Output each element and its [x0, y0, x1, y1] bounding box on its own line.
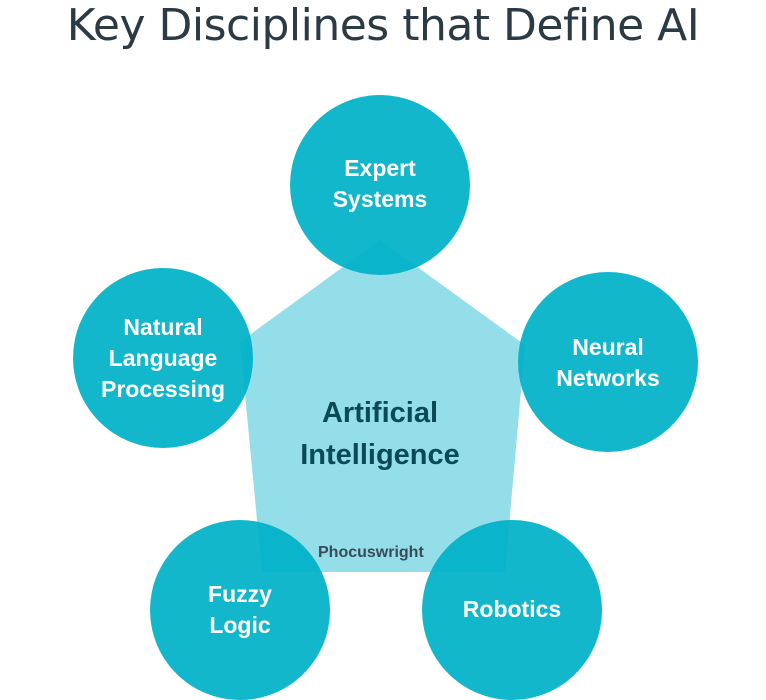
label-line: Language — [108, 345, 218, 371]
center-line-2: Intelligence — [300, 439, 460, 471]
circle-fuzzy-logic — [150, 520, 330, 700]
page-title: Key Disciplines that Define AI — [66, 0, 700, 51]
label-line: Processing — [101, 376, 225, 402]
label-line: Natural — [123, 314, 203, 340]
label-neural-networks: Neural Networks — [518, 332, 698, 394]
label-line: Expert — [344, 155, 416, 181]
center-line-1: Artificial — [321, 397, 439, 429]
circle-neural-networks — [518, 272, 698, 452]
label-nlp: Natural Language Processing — [73, 312, 253, 405]
circle-nlp — [73, 268, 253, 448]
label-line: Logic — [209, 612, 271, 638]
label-line: Systems — [332, 186, 428, 212]
circle-expert-systems — [290, 95, 470, 275]
label-line: Robotics — [462, 596, 562, 622]
phocuswright-logo: Phocuswright — [318, 544, 424, 561]
circle-robotics — [422, 520, 602, 700]
label-line: Fuzzy — [208, 581, 272, 607]
label-robotics: Robotics — [422, 594, 602, 625]
label-line: Neural — [572, 334, 644, 360]
label-line: Networks — [556, 365, 660, 391]
center-label: Artificial Intelligence — [260, 392, 500, 476]
label-fuzzy-logic: Fuzzy Logic — [150, 579, 330, 641]
ai-pentagon — [240, 240, 525, 572]
label-expert-systems: Expert Systems — [290, 153, 470, 215]
